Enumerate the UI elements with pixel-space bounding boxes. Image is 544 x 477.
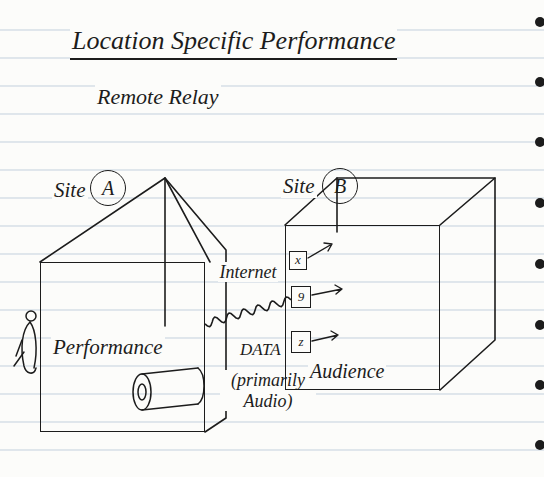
page-title: Location Specific Performance [70,26,397,60]
instrument-roll [133,368,204,410]
subtitle: Remote Relay [95,84,221,109]
cube-b-edges [285,178,495,390]
edge-label: Internet [218,262,279,283]
cube-a-edges [40,178,226,432]
node-text: B [334,175,346,198]
binder-holes [535,17,544,450]
site-circle: A [90,170,126,206]
data-label: DATA [238,340,283,360]
node-text: Performance [51,335,165,359]
node-text: Audience [308,360,386,383]
speaker-box: x [289,251,307,270]
speaker-box: 9 [291,286,311,308]
site-label: Site [52,178,88,202]
ruled-lines [0,30,544,450]
site-cube: Audience x 9 z [285,225,440,390]
site-circle: B [322,168,358,204]
wavy-connector [205,297,291,327]
site-cube: Performance [40,262,205,432]
data-note: (primarily Audio) [220,370,316,411]
site-label: Site [281,174,317,198]
node-text: A [102,177,114,200]
node-text: x [295,253,301,268]
performer-figure [14,311,36,373]
speaker-arrows [308,243,342,341]
speaker-box: z [291,331,311,353]
node-text: z [298,335,303,350]
node-text: 9 [298,290,305,305]
